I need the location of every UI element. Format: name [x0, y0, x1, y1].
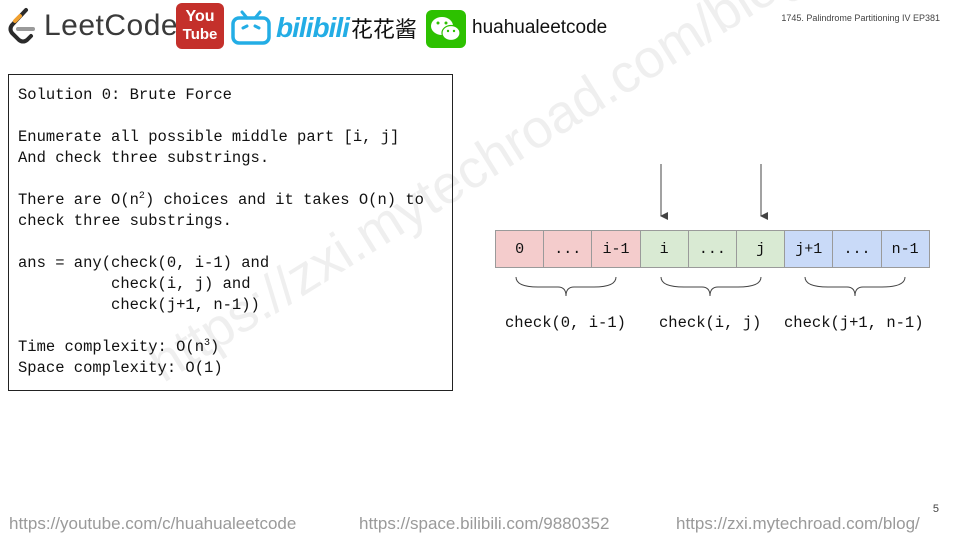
channel-name: huahualeetcode — [472, 17, 608, 38]
page-number: 5 — [932, 503, 939, 515]
code-line: check(i, j) and — [18, 275, 251, 293]
code-line: check(j+1, n-1)) — [18, 296, 260, 314]
brace-middle — [660, 276, 762, 297]
solution-text-box: Solution 0: Brute Force Enumerate all po… — [8, 74, 453, 391]
array-cell-right: ... — [832, 230, 882, 268]
solution-line: Enumerate all possible middle part [i, j… — [18, 128, 400, 146]
array-cell-right: j+1 — [784, 230, 834, 268]
episode-title: 1745. Palindrome Partitioning IV EP381 — [781, 13, 940, 23]
check-label-right: check(j+1, n-1) — [784, 314, 924, 332]
array-cell-middle: ... — [687, 230, 737, 268]
footer-blog-link[interactable]: https://zxi.mytechroad.com/blog/ — [676, 514, 920, 533]
solution-line-part: ) choices and it takes O(n) to — [144, 191, 424, 209]
wechat-icon[interactable] — [426, 10, 466, 48]
array-cell-left: ... — [543, 230, 593, 268]
check-label-middle: check(i, j) — [659, 314, 762, 332]
time-complexity: Time complexity: O(n3) — [18, 337, 443, 358]
solution-line: check three substrings. — [18, 212, 232, 230]
footer-bilibili-link[interactable]: https://space.bilibili.com/9880352 — [359, 514, 610, 533]
check-label-left: check(0, i-1) — [505, 314, 626, 332]
bilibili-logo-text: bilibili — [276, 12, 350, 43]
youtube-logo-line2: Tube — [182, 26, 218, 43]
array-cell-left: i-1 — [591, 230, 641, 268]
leetcode-logo-text: LeetCode — [44, 9, 179, 42]
bilibili-brand[interactable]: bilibili 花花酱 — [230, 8, 417, 48]
code-line: ans = any(check(0, i-1) and — [18, 254, 270, 272]
solution-title: Solution 0: Brute Force — [18, 86, 232, 104]
leetcode-brand[interactable]: LeetCode — [6, 6, 178, 46]
superscript: 3 — [204, 338, 211, 349]
leetcode-logo-icon — [8, 8, 35, 44]
brace-right — [804, 276, 906, 297]
youtube-logo-icon[interactable]: You Tube — [176, 3, 224, 49]
header: LeetCode You Tube bilibili 花花酱 huahualee… — [0, 0, 960, 56]
brace-left — [515, 276, 617, 297]
array-cell-right: n-1 — [880, 230, 930, 268]
solution-line-part: ) — [210, 338, 220, 356]
array-cell-left: 0 — [495, 230, 545, 268]
youtube-logo-line1: You — [185, 8, 215, 25]
array-cell-middle: j — [736, 230, 786, 268]
bilibili-tv-icon — [231, 10, 271, 45]
solution-line: And check three substrings. — [18, 149, 270, 167]
solution-line: There are O(n2) choices and it takes O(n… — [18, 190, 443, 211]
space-complexity: Space complexity: O(1) — [18, 359, 223, 377]
solution-line-part: There are O(n — [18, 191, 139, 209]
chinese-brand-name: 花花酱 — [350, 18, 417, 43]
footer-youtube-link[interactable]: https://youtube.com/c/huahualeetcode — [9, 514, 297, 533]
solution-line-part: Time complexity: O(n — [18, 338, 205, 356]
superscript: 2 — [138, 191, 145, 202]
array-cell-middle: i — [639, 230, 689, 268]
